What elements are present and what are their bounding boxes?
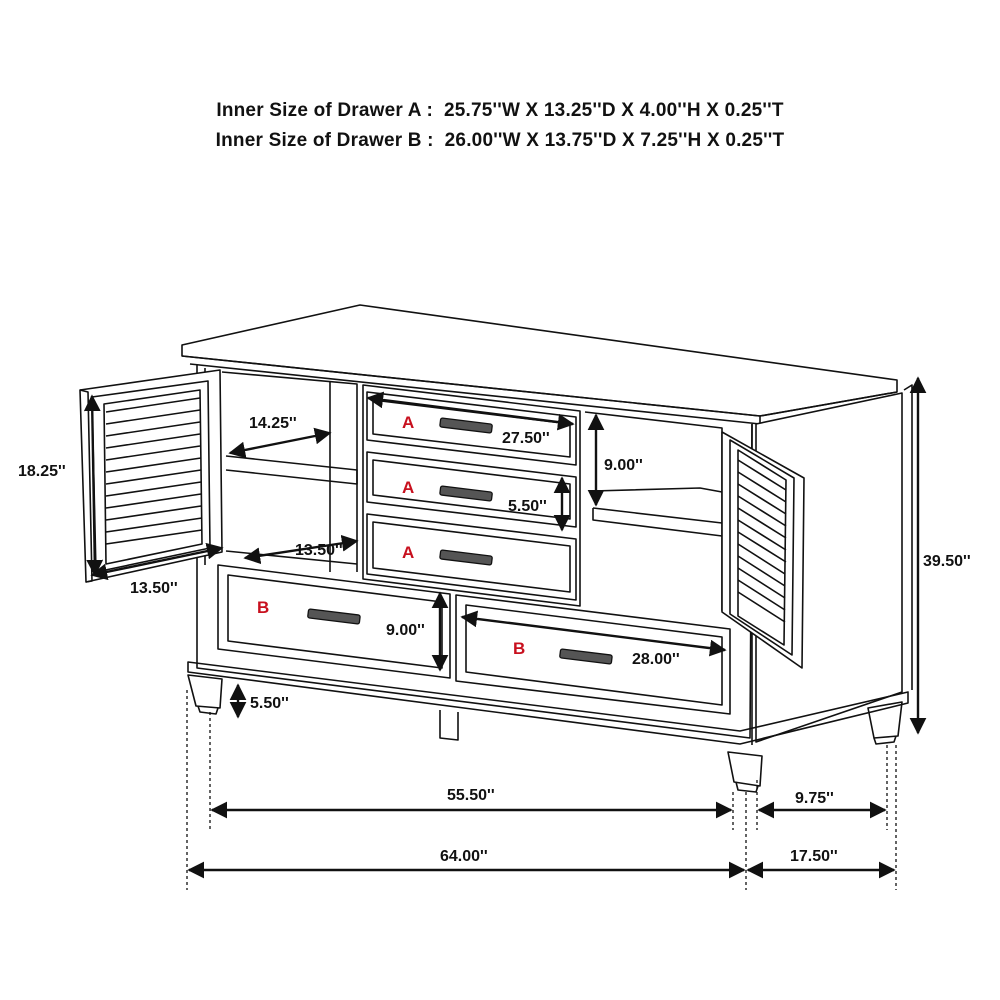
drawer-labels: A A A B B <box>257 413 525 658</box>
dim-drawer-b-width: 28.00'' <box>632 651 680 668</box>
right-door <box>721 431 805 669</box>
dim-drawer-a-width: 27.50'' <box>502 430 550 447</box>
dim-drawer-a-height-total: 9.00'' <box>604 457 643 474</box>
dim-overall-height: 39.50'' <box>923 553 971 570</box>
drawer-label-b2: B <box>513 639 525 658</box>
dim-drawer-b-height: 9.00'' <box>386 622 425 639</box>
dim-inner-width: 55.50'' <box>447 787 495 804</box>
drawer-label-a1: A <box>402 413 414 432</box>
spec-drawer-b: Inner Size of Drawer B : 26.00''W X 13.7… <box>215 130 785 151</box>
extension-lines <box>186 690 897 890</box>
dim-foot-height: 5.50'' <box>250 695 289 712</box>
dimension-texts: 18.25'' 13.50'' 14.25'' 13.50'' 27.50'' … <box>18 415 971 865</box>
dim-overall-depth: 17.50'' <box>790 848 838 865</box>
dim-door-width: 13.50'' <box>130 580 178 597</box>
dimension-arrows <box>83 376 927 879</box>
right-compartment <box>584 411 723 611</box>
drawer-label-b1: B <box>257 598 269 617</box>
dim-inner-depth: 9.75'' <box>795 790 834 807</box>
dim-door-height: 18.25'' <box>18 463 66 480</box>
cabinet-base <box>187 661 909 745</box>
spec-drawer-a: Inner Size of Drawer A : 25.75''W X 13.2… <box>216 100 784 121</box>
drawer-label-a3: A <box>402 543 414 562</box>
dim-overall-width: 64.00'' <box>440 848 488 865</box>
dim-drawer-a-height: 5.50'' <box>508 498 547 515</box>
dim-shelf-depth-upper: 14.25'' <box>249 415 297 432</box>
left-door <box>79 369 223 583</box>
dim-shelf-depth-lower: 13.50'' <box>295 542 343 559</box>
drawer-label-a2: A <box>402 478 414 497</box>
